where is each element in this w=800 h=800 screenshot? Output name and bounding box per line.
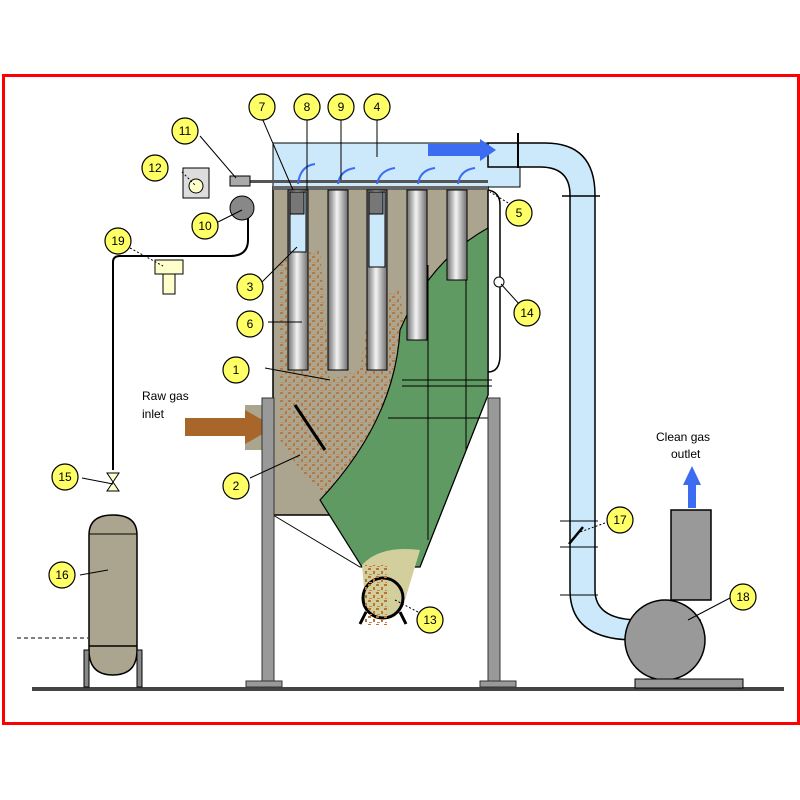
pulse-arrow bbox=[417, 167, 436, 185]
svg-text:1: 1 bbox=[233, 363, 240, 377]
air-filter-regulator bbox=[154, 259, 184, 275]
air-receiver-tank bbox=[88, 514, 138, 676]
tank-leg bbox=[136, 649, 143, 688]
svg-text:8: 8 bbox=[304, 100, 311, 114]
callout-2: 2 bbox=[222, 472, 250, 500]
leader-lines bbox=[79, 117, 731, 621]
raw-gas-label-line1: Raw gas bbox=[142, 389, 189, 403]
callout-7: 7 bbox=[248, 93, 276, 121]
tube-sheet bbox=[273, 186, 488, 190]
clean-gas-label-line2: outlet bbox=[671, 447, 701, 461]
fan-stack bbox=[670, 509, 712, 601]
svg-text:6: 6 bbox=[247, 317, 254, 331]
filter-bags bbox=[287, 189, 468, 371]
leg-foot-right bbox=[479, 680, 517, 688]
callout-14: 14 bbox=[513, 299, 541, 327]
raw-gas-label-line2: inlet bbox=[142, 407, 165, 421]
filter-bag bbox=[327, 189, 349, 371]
svg-text:3: 3 bbox=[247, 280, 254, 294]
baffle-plate bbox=[293, 404, 327, 451]
pulse-valve bbox=[229, 175, 251, 187]
shutoff-valve-icon bbox=[106, 472, 120, 492]
svg-text:2: 2 bbox=[233, 479, 240, 493]
timer-dial-icon bbox=[188, 178, 204, 194]
fan-base bbox=[634, 678, 744, 689]
diagram-frame bbox=[2, 74, 800, 725]
pulse-arrow bbox=[297, 163, 316, 185]
clean-gas-label-line1: Clean gas bbox=[656, 430, 710, 444]
svg-text:17: 17 bbox=[613, 513, 627, 527]
filter-bag bbox=[406, 189, 428, 341]
pulse-arrow bbox=[337, 167, 356, 185]
leg-foot-left bbox=[245, 680, 283, 688]
callout-9: 9 bbox=[327, 93, 355, 121]
callout-12: 12 bbox=[141, 154, 169, 182]
callout-16: 16 bbox=[48, 561, 76, 589]
venturi-nozzle bbox=[289, 191, 305, 215]
callout-4: 4 bbox=[363, 93, 391, 121]
damper-icon bbox=[568, 526, 584, 545]
support-leg-right bbox=[487, 397, 501, 687]
callout-18: 18 bbox=[729, 583, 757, 611]
svg-text:7: 7 bbox=[259, 100, 266, 114]
header-tank bbox=[229, 195, 255, 221]
svg-text:15: 15 bbox=[58, 470, 72, 484]
air-line bbox=[112, 206, 249, 470]
support-leg-left bbox=[261, 397, 275, 687]
svg-text:16: 16 bbox=[55, 568, 69, 582]
pulse-arrow bbox=[376, 167, 396, 185]
venturi-nozzle bbox=[368, 191, 384, 215]
pulse-arrow bbox=[457, 167, 476, 185]
callout-5: 5 bbox=[505, 199, 533, 227]
svg-text:18: 18 bbox=[736, 590, 750, 604]
svg-text:19: 19 bbox=[111, 234, 125, 248]
svg-text:4: 4 bbox=[374, 100, 381, 114]
callout-3: 3 bbox=[236, 273, 264, 301]
ground-line bbox=[32, 687, 784, 691]
callout-19: 19 bbox=[104, 227, 132, 255]
filter-bag bbox=[446, 189, 468, 281]
clean-gas-arrow bbox=[683, 466, 701, 508]
callout-17: 17 bbox=[606, 506, 634, 534]
tank-leg bbox=[83, 649, 90, 688]
air-filter-bowl bbox=[162, 273, 176, 295]
callout-15: 15 bbox=[51, 463, 79, 491]
fan-housing bbox=[624, 599, 706, 681]
callout-8: 8 bbox=[293, 93, 321, 121]
callout-6: 6 bbox=[236, 310, 264, 338]
dust-discharge bbox=[365, 565, 387, 625]
clean-flow-arrow bbox=[428, 139, 496, 161]
callout-11: 11 bbox=[171, 117, 199, 145]
svg-text:13: 13 bbox=[423, 613, 437, 627]
blowpipe bbox=[245, 180, 488, 183]
raw-gas-arrow bbox=[185, 410, 275, 444]
svg-text:14: 14 bbox=[520, 306, 534, 320]
svg-text:9: 9 bbox=[338, 100, 345, 114]
callout-13: 13 bbox=[416, 606, 444, 634]
svg-text:11: 11 bbox=[179, 124, 192, 138]
callout-1: 1 bbox=[222, 356, 250, 384]
pulse-arrows bbox=[297, 163, 476, 185]
callout-10: 10 bbox=[191, 212, 219, 240]
valve-feet bbox=[358, 611, 408, 625]
svg-text:10: 10 bbox=[198, 219, 212, 233]
svg-text:12: 12 bbox=[148, 161, 162, 175]
svg-text:5: 5 bbox=[516, 206, 523, 220]
